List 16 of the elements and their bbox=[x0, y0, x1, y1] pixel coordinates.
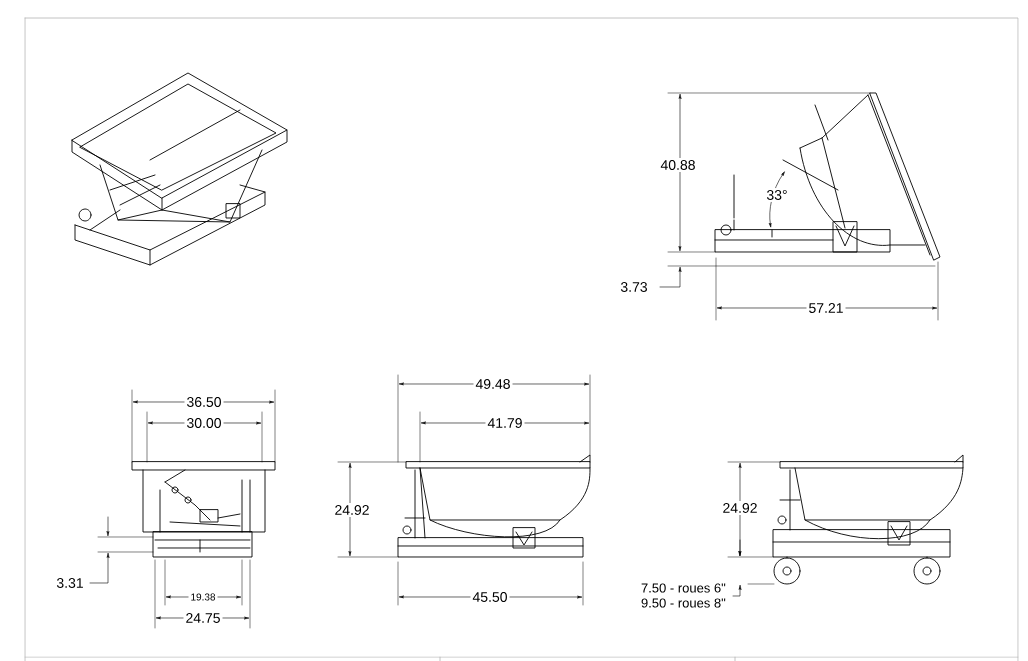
dimension-label: 19.38 bbox=[188, 591, 218, 603]
dimension-label: 24.92 bbox=[332, 503, 372, 517]
dimension-label: 57.21 bbox=[806, 301, 846, 315]
dimension-label: 36.50 bbox=[184, 395, 224, 409]
dimension-label: 49.48 bbox=[473, 377, 513, 391]
dimension-label: 7.50 - roues 6" bbox=[638, 581, 728, 595]
dimension-label: 3.73 bbox=[618, 280, 650, 294]
dimension-label: 9.50 - roues 8" bbox=[638, 596, 728, 610]
dimension-label: 45.50 bbox=[470, 590, 510, 604]
dimension-label: 40.88 bbox=[658, 158, 698, 172]
dimension-label: 3.31 bbox=[54, 576, 86, 590]
dimension-label: 24.75 bbox=[183, 611, 223, 625]
dimension-label: 30.00 bbox=[184, 416, 224, 430]
dimension-label: 33° bbox=[764, 188, 790, 202]
dimension-label: 24.92 bbox=[720, 501, 760, 515]
dimension-label: 41.79 bbox=[485, 416, 525, 430]
